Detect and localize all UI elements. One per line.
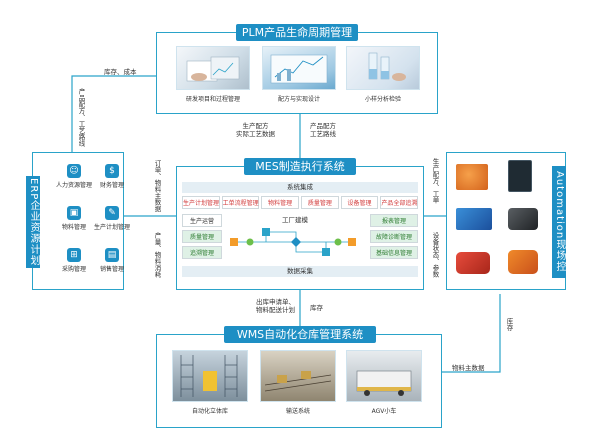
plm-mes-left-label: 生产配方 实际工艺数据 <box>236 122 275 138</box>
edit-icon: ✎ <box>105 206 119 220</box>
plm-caption-2: 配方与实现设计 <box>277 96 320 103</box>
flow-node-diamond <box>291 237 301 247</box>
mes-top-cell: 质量管理 <box>301 196 339 209</box>
erp-item-label: 采购管理 <box>61 266 86 273</box>
mes-right-cell-2: 故障诊断管理 <box>370 230 418 243</box>
erp-item-label: 人力资源管理 <box>55 182 92 189</box>
chart-screen-icon <box>270 54 328 84</box>
cart-icon: ⊞ <box>67 248 81 262</box>
mes-left-cell-1: 生产运营 <box>182 214 222 227</box>
wms-thumb-3 <box>346 350 422 402</box>
erp-item-purchase: ⊞ 采购管理 <box>52 248 96 273</box>
plm-caption-1: 研发项目和过程管理 <box>185 96 240 103</box>
lab-sample-icon <box>368 52 406 81</box>
wms-caption-1: 自动化立体库 <box>191 408 228 415</box>
mes-title: MES制造执行系统 <box>244 158 356 175</box>
box-icon: ▣ <box>67 206 81 220</box>
wms-thumb-2 <box>260 350 336 402</box>
auto-mes-bottom-label: 设备状态、参数 <box>431 232 439 278</box>
erp-item-material: ▣ 物料管理 <box>52 206 96 231</box>
erp-mes-bottom-label: 产量、物料消耗 <box>153 232 161 278</box>
mes-top-cell: 工单流程管理 <box>221 196 260 209</box>
mes-right-cell-1: 报表管理 <box>370 214 418 227</box>
blue-panel-icon <box>456 208 492 230</box>
erp-item-sales: ▤ 销售管理 <box>90 248 134 273</box>
auto-mes-top-label: 生产配方、工单 <box>431 158 439 204</box>
mes-header-band: 系统集成 <box>182 182 418 193</box>
flow-node-orange <box>230 238 238 246</box>
mes-wms-left-line2: 物料配送计划 <box>256 306 295 314</box>
erp-item-plan: ✎ 生产计划管理 <box>90 206 134 231</box>
mes-wms-left-line1: 出库申请单、 <box>256 298 295 306</box>
mes-right-cell-3: 基础信息管理 <box>370 246 418 259</box>
controller-module-icon <box>508 160 532 192</box>
erp-item-hr: ☺ 人力资源管理 <box>52 164 96 189</box>
chart-icon: ▤ <box>105 248 119 262</box>
plm-thumb-3 <box>346 46 420 90</box>
wms-thumb-1 <box>172 350 248 402</box>
erp-title: ERP企业资源计划 <box>26 176 40 268</box>
money-icon: $ <box>105 164 119 178</box>
automation-title: Automation现场控制系统 <box>540 166 566 278</box>
mes-left-cell-3: 追溯管理 <box>182 246 222 259</box>
erp-mes-top-label: 订单、物料主数据 <box>153 160 161 212</box>
plm-title: PLM产品生命周期管理 <box>236 24 358 41</box>
warehouse-rack-icon <box>180 355 238 397</box>
plm-caption-3: 小样分析检验 <box>364 96 401 103</box>
auto-wms-bottom-label: 物料主数据 <box>452 364 485 372</box>
erp-item-label: 物料管理 <box>61 224 86 231</box>
mes-top-cell: 产品全部追溯 <box>380 196 418 209</box>
erp-plm-vertical-label: 产品配方、工艺路线 <box>77 88 85 147</box>
flow-node-green <box>246 238 254 246</box>
wms-caption-2: 输送系统 <box>285 408 310 415</box>
erp-item-finance: $ 财务管理 <box>90 164 134 189</box>
red-sensor-icon <box>456 252 490 274</box>
people-icon: ☺ <box>67 164 81 178</box>
mes-center-label: 工厂建模 <box>282 216 308 224</box>
robot-arm-icon <box>456 164 488 190</box>
plm-mes-right-line2: 工艺路线 <box>310 130 336 138</box>
plm-mes-right-line1: 产品配方 <box>310 122 336 130</box>
mes-footer-band: 数据采集 <box>182 266 418 277</box>
flow-node-green <box>334 238 342 246</box>
flow-node-blue <box>262 228 270 236</box>
flow-node-blue <box>322 248 330 256</box>
camera-sensor-icon <box>508 208 538 230</box>
mes-top-cell: 生产计划管理 <box>182 196 220 209</box>
mes-wms-right-label: 库存 <box>310 304 323 312</box>
erp-item-label: 财务管理 <box>99 182 124 189</box>
plm-thumb-2 <box>262 46 336 90</box>
mes-top-cell: 物料管理 <box>261 196 299 209</box>
flow-node-orange <box>348 238 356 246</box>
wms-caption-3: AGV小车 <box>371 408 397 415</box>
conveyor-icon <box>264 371 332 392</box>
plm-mes-left-line1: 生产配方 <box>242 122 269 130</box>
auto-wms-top-label: 库存 <box>505 318 513 331</box>
mes-top-cell: 设备管理 <box>340 196 379 209</box>
plm-mes-left-line2: 实际工艺数据 <box>236 130 275 138</box>
mes-flow-diagram <box>230 228 356 256</box>
agv-cart-icon <box>356 370 412 396</box>
erp-item-label: 生产计划管理 <box>93 224 130 231</box>
erp-plm-label: 库存、成本 <box>104 68 137 76</box>
mes-wms-left-label: 出库申请单、 物料配送计划 <box>256 298 295 314</box>
document-hands-icon <box>186 56 240 82</box>
plm-mes-right-label: 产品配方 工艺路线 <box>310 122 336 138</box>
wms-title: WMS自动化仓库管理系统 <box>224 326 376 343</box>
handheld-meter-icon <box>508 250 538 274</box>
plm-thumb-1 <box>176 46 250 90</box>
mes-left-cell-2: 质量管理 <box>182 230 222 243</box>
erp-item-label: 销售管理 <box>99 266 124 273</box>
